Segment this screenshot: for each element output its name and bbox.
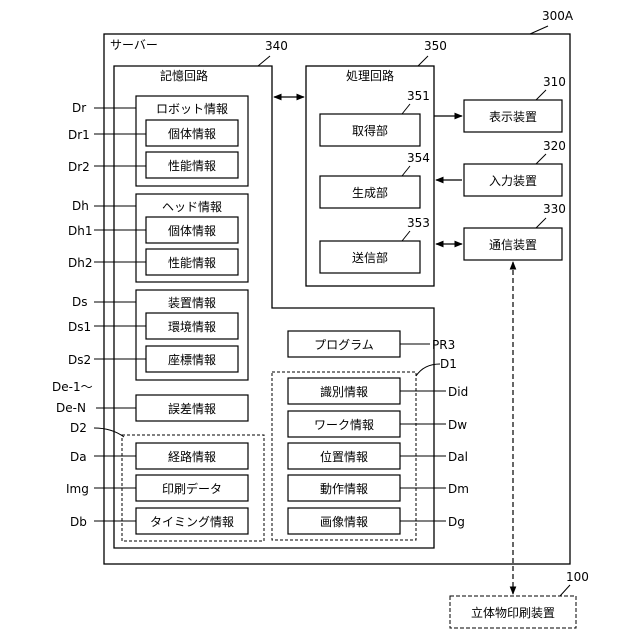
tag-img: Img <box>66 482 89 496</box>
robot-performance-label: 性能情報 <box>168 159 216 173</box>
tag-d2: D2 <box>70 421 87 435</box>
storage-ref: 340 <box>265 39 288 53</box>
acquire-unit-label: 取得部 <box>352 123 388 138</box>
tag-ds: Ds <box>72 295 88 309</box>
error-info-label: 誤差情報 <box>168 401 216 416</box>
connectors <box>274 97 513 594</box>
d2-group: 経路情報 印刷データ タイミング情報 <box>122 435 264 541</box>
tag-dw: Dw <box>448 418 467 432</box>
program-label: プログラム <box>314 338 374 352</box>
input-device-label: 入力装置 <box>489 174 537 188</box>
tag-dal: Dal <box>448 450 468 464</box>
tag-pr3: PR3 <box>432 338 455 352</box>
robot-info-label: ロボット情報 <box>156 102 228 116</box>
processing-ref: 350 <box>424 39 447 53</box>
tag-de-n: De-N <box>56 401 86 415</box>
send-unit-label: 送信部 <box>352 250 388 265</box>
generate-unit-label: 生成部 <box>352 185 388 200</box>
head-info-label: ヘッド情報 <box>162 200 222 214</box>
communication-device-ref: 330 <box>543 202 566 216</box>
tag-dm: Dm <box>448 482 469 496</box>
tag-da: Da <box>70 450 87 464</box>
tag-dg: Dg <box>448 515 465 529</box>
d1-group: 識別情報 ワーク情報 位置情報 動作情報 画像情報 <box>272 372 416 540</box>
tag-did: Did <box>448 385 468 399</box>
image-info-label: 画像情報 <box>320 515 368 529</box>
input-device: 入力装置 320 <box>464 139 566 196</box>
tag-dr: Dr <box>72 101 86 115</box>
server-label: サーバー <box>110 38 158 52</box>
display-device-ref: 310 <box>543 75 566 89</box>
processing-label: 処理回路 <box>346 68 394 83</box>
3d-printer-label: 立体物印刷装置 <box>471 605 555 620</box>
input-device-ref: 320 <box>543 139 566 153</box>
tag-dh2: Dh2 <box>68 256 92 270</box>
tag-ds1: Ds1 <box>68 320 91 334</box>
error-info-box: 誤差情報 <box>136 395 248 421</box>
tag-dh1: Dh1 <box>68 224 92 238</box>
head-info-group: ヘッド情報 個体情報 性能情報 <box>136 194 248 282</box>
motion-info-label: 動作情報 <box>320 482 368 496</box>
display-device: 表示装置 310 <box>464 75 566 132</box>
device-info-group: 装置情報 環境情報 座標情報 <box>136 290 248 380</box>
robot-individual-label: 個体情報 <box>168 127 216 141</box>
work-info-label: ワーク情報 <box>314 418 374 432</box>
generate-unit-ref: 354 <box>407 151 430 165</box>
timing-info-label: タイミング情報 <box>150 515 234 529</box>
left-tags: Dr Dr1 Dr2 Dh Dh1 Dh2 Ds Ds1 Ds2 De-1～ D… <box>52 101 146 529</box>
print-data-label: 印刷データ <box>162 481 222 496</box>
identification-info-label: 識別情報 <box>320 385 368 399</box>
tag-dh: Dh <box>72 199 89 213</box>
robot-info-group: ロボット情報 個体情報 性能情報 <box>136 96 248 186</box>
device-info-label: 装置情報 <box>168 296 216 310</box>
tag-ds2: Ds2 <box>68 353 91 367</box>
tag-dr1: Dr1 <box>68 128 90 142</box>
program-box: プログラム <box>288 331 400 357</box>
acquire-unit-ref: 351 <box>407 89 430 103</box>
path-info-label: 経路情報 <box>168 449 216 464</box>
communication-device-label: 通信装置 <box>489 238 537 252</box>
processing-circuit: 処理回路 350 取得部 351 生成部 354 送信部 353 <box>306 39 447 286</box>
position-info-label: 位置情報 <box>320 449 368 464</box>
head-performance-label: 性能情報 <box>168 256 216 270</box>
server-ref: 300A <box>542 9 574 23</box>
device-coordinates-label: 座標情報 <box>168 352 216 367</box>
storage-label: 記憶回路 <box>160 68 208 83</box>
display-device-label: 表示装置 <box>489 110 537 124</box>
tag-de-1: De-1～ <box>52 380 93 394</box>
tag-d1: D1 <box>440 357 457 371</box>
communication-device: 通信装置 330 <box>464 202 566 260</box>
3d-printer-ref: 100 <box>566 570 589 584</box>
head-individual-label: 個体情報 <box>168 224 216 238</box>
send-unit-ref: 353 <box>407 216 430 230</box>
3d-printer-device: 立体物印刷装置 100 <box>450 570 589 628</box>
tag-dr2: Dr2 <box>68 160 90 174</box>
tag-db: Db <box>70 515 87 529</box>
device-environment-label: 環境情報 <box>168 319 216 334</box>
